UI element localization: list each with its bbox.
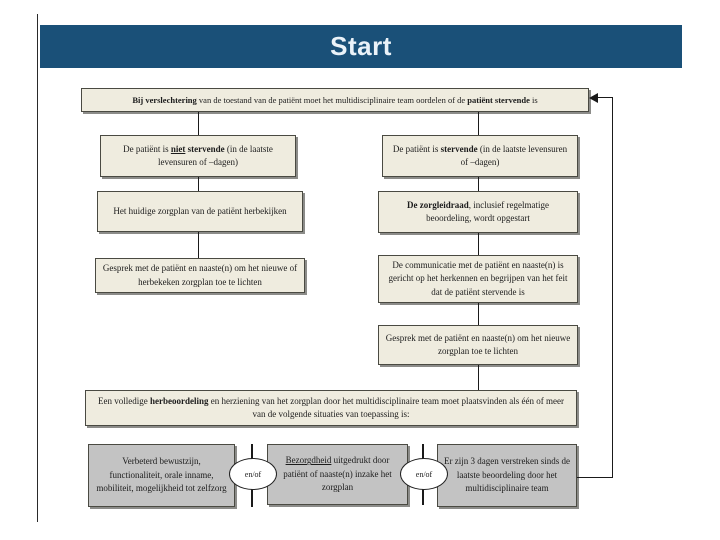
- top-decision-box: Bij verslechtering van de toestand van d…: [81, 88, 589, 112]
- condition-box-concern-text: Bezorgdheid uitgedrukt door patiënt of n…: [283, 455, 392, 493]
- reassessment-box: Een volledige herbeoordeling en herzieni…: [85, 390, 577, 426]
- connector-line: [478, 233, 479, 255]
- feedback-line-bottom: [577, 477, 613, 478]
- right-box-discussion: Gesprek met de patiënt en naaste(n) om h…: [378, 325, 578, 365]
- condition-box-three-days-text: Er zijn 3 dagen verstreken sinds de laat…: [444, 456, 570, 494]
- slide-title: Start: [330, 31, 392, 61]
- left-box-not-dying: De patiënt is niet stervende (in de laat…: [100, 135, 296, 177]
- left-box-not-dying-text: De patiënt is niet stervende (in de laat…: [123, 143, 273, 168]
- left-box-discussion-text: Gesprek met de patiënt en naaste(n) om h…: [102, 263, 298, 287]
- feedback-arrow-left-icon: [589, 93, 598, 103]
- condition-box-three-days: Er zijn 3 dagen verstreken sinds de laat…: [437, 444, 577, 507]
- feedback-line-vertical: [612, 97, 613, 478]
- connector-line: [478, 112, 479, 135]
- and-or-connector-oval: en/of: [229, 458, 277, 490]
- connector-line: [478, 365, 479, 390]
- right-box-discussion-text: Gesprek met de patiënt en naaste(n) om h…: [385, 332, 571, 357]
- right-box-communication-text: De communicatie met de patiënt en naaste…: [388, 259, 568, 297]
- reassessment-box-text: Een volledige herbeoordeling en herzieni…: [98, 395, 564, 420]
- connector-line: [478, 177, 479, 191]
- condition-box-concern: Bezorgdheid uitgedrukt door patiënt of n…: [267, 444, 408, 505]
- connector-line: [198, 232, 199, 258]
- and-or-label: en/of: [244, 469, 262, 479]
- right-box-communication: De communicatie met de patiënt en naaste…: [378, 255, 578, 303]
- left-box-review-careplan-text: Het huidige zorgplan van de patiënt herb…: [113, 205, 287, 216]
- slide-left-border-line: [37, 14, 38, 522]
- top-decision-text: Bij verslechtering van de toestand van d…: [132, 94, 538, 105]
- connector-line: [198, 177, 199, 191]
- and-or-label: en/of: [415, 469, 433, 479]
- slide-title-bar: Start: [40, 25, 682, 68]
- right-box-pathway-start: De zorgleidraad, inclusief regelmatige b…: [378, 191, 578, 233]
- left-box-discussion: Gesprek met de patiënt en naaste(n) om h…: [95, 258, 305, 293]
- connector-line: [198, 112, 199, 135]
- right-box-dying: De patiënt is stervende (in de laatste l…: [382, 135, 578, 177]
- connector-line: [478, 303, 479, 325]
- and-or-connector-oval: en/of: [400, 458, 448, 490]
- right-box-dying-text: De patiënt is stervende (in de laatste l…: [392, 143, 568, 168]
- left-box-review-careplan: Het huidige zorgplan van de patiënt herb…: [97, 191, 303, 232]
- condition-box-improvement-text: Verbeterd bewustzijn, functionaliteit, o…: [96, 456, 227, 494]
- right-box-pathway-start-text: De zorgleidraad, inclusief regelmatige b…: [407, 199, 549, 224]
- feedback-line-top: [597, 97, 613, 98]
- condition-box-improvement: Verbeterd bewustzijn, functionaliteit, o…: [88, 444, 235, 507]
